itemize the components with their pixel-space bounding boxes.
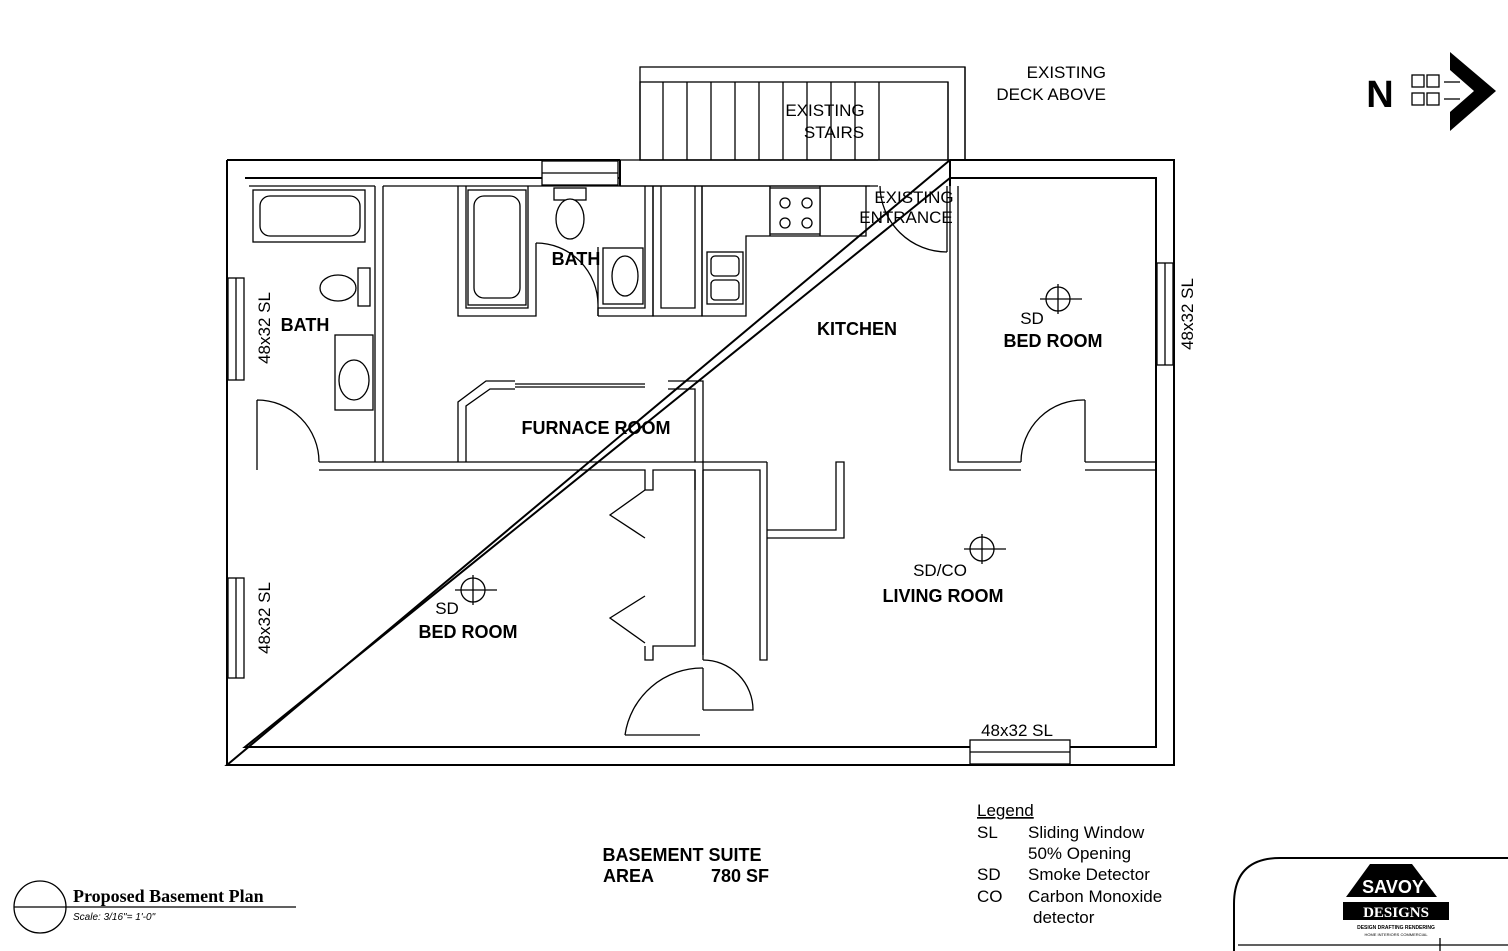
svg-text:DESIGNS: DESIGNS	[1363, 905, 1429, 921]
svg-text:DESIGN DRAFTING RENDERING: DESIGN DRAFTING RENDERING	[1357, 925, 1435, 931]
legend-desc-cont: detector	[1033, 908, 1095, 927]
detector-label-bedroom-right: SD	[1020, 309, 1044, 328]
toilet-left	[357, 267, 371, 307]
existing-stairs	[620, 66, 966, 187]
north-arrow-icon	[1450, 52, 1496, 131]
legend: Legend SL Sliding Window 50% Opening SD …	[977, 801, 1162, 927]
window-label-left-lower: 48x32 SL	[255, 582, 274, 654]
room-label-kitchen: KITCHEN	[817, 319, 897, 339]
note-entrance-line2: ENTRANCE	[859, 208, 953, 227]
detector-icon	[1040, 284, 1082, 314]
note-stairs-line1: EXISTING	[785, 101, 864, 120]
svg-text:HOME INTERIORS COMMERCIAL: HOME INTERIORS COMMERCIAL	[1364, 932, 1428, 937]
legend-code: CO	[977, 887, 1003, 906]
north-arrow: N	[1366, 52, 1496, 131]
north-label: N	[1366, 74, 1393, 116]
detector-icon	[455, 575, 497, 605]
legend-desc: Sliding Window	[1028, 823, 1145, 842]
legend-code: SL	[977, 823, 998, 842]
windows	[227, 160, 1174, 765]
legend-desc: Carbon Monoxide	[1028, 887, 1162, 906]
detector-label-living: SD/CO	[913, 561, 967, 580]
logo-block: SAVOY DESIGNS DESIGN DRAFTING RENDERING …	[1233, 857, 1508, 951]
legend-title: Legend	[977, 801, 1034, 820]
room-label-bath-left: BATH	[281, 315, 330, 335]
legend-code: SD	[977, 865, 1001, 884]
note-stairs-line2: STAIRS	[804, 123, 864, 142]
room-label-furnace: FURNACE ROOM	[522, 418, 671, 438]
room-label-bedroom-left: BED ROOM	[419, 622, 518, 642]
legend-desc-cont: 50% Opening	[1028, 844, 1131, 863]
window-label-left-upper: 48x32 SL	[255, 292, 274, 364]
note-deck-line1: EXISTING	[1027, 63, 1106, 82]
detector-icon	[964, 534, 1006, 564]
area-title: BASEMENT SUITE	[602, 845, 761, 865]
savoy-designs-logo: SAVOY DESIGNS DESIGN DRAFTING RENDERING …	[1343, 864, 1449, 937]
room-label-bedroom-right: BED ROOM	[1004, 331, 1103, 351]
detector-symbols	[455, 284, 1082, 605]
area-value: 780 SF	[711, 866, 769, 886]
drawing-title: Proposed Basement Plan	[73, 886, 264, 906]
room-label-bath-center: BATH	[552, 249, 601, 269]
stove	[769, 187, 821, 235]
detector-label-bedroom-left: SD	[435, 599, 459, 618]
window-label-right: 48x32 SL	[1178, 278, 1197, 350]
note-entrance-line1: EXISTING	[874, 188, 953, 207]
area-label: AREA	[603, 866, 654, 886]
interior-walls	[249, 185, 1156, 736]
title-block: Proposed Basement Plan Scale: 3/16"= 1'-…	[13, 880, 296, 934]
room-label-living: LIVING ROOM	[883, 586, 1004, 606]
toilet-center	[553, 187, 587, 201]
drawing-scale: Scale: 3/16"= 1'-0"	[73, 912, 156, 923]
exterior-walls	[224, 159, 1175, 766]
legend-desc: Smoke Detector	[1028, 865, 1150, 884]
svg-text:SAVOY: SAVOY	[1362, 877, 1424, 897]
window-label-bottom: 48x32 SL	[981, 721, 1053, 740]
fixtures	[252, 187, 821, 411]
note-deck-line2: DECK ABOVE	[996, 85, 1106, 104]
